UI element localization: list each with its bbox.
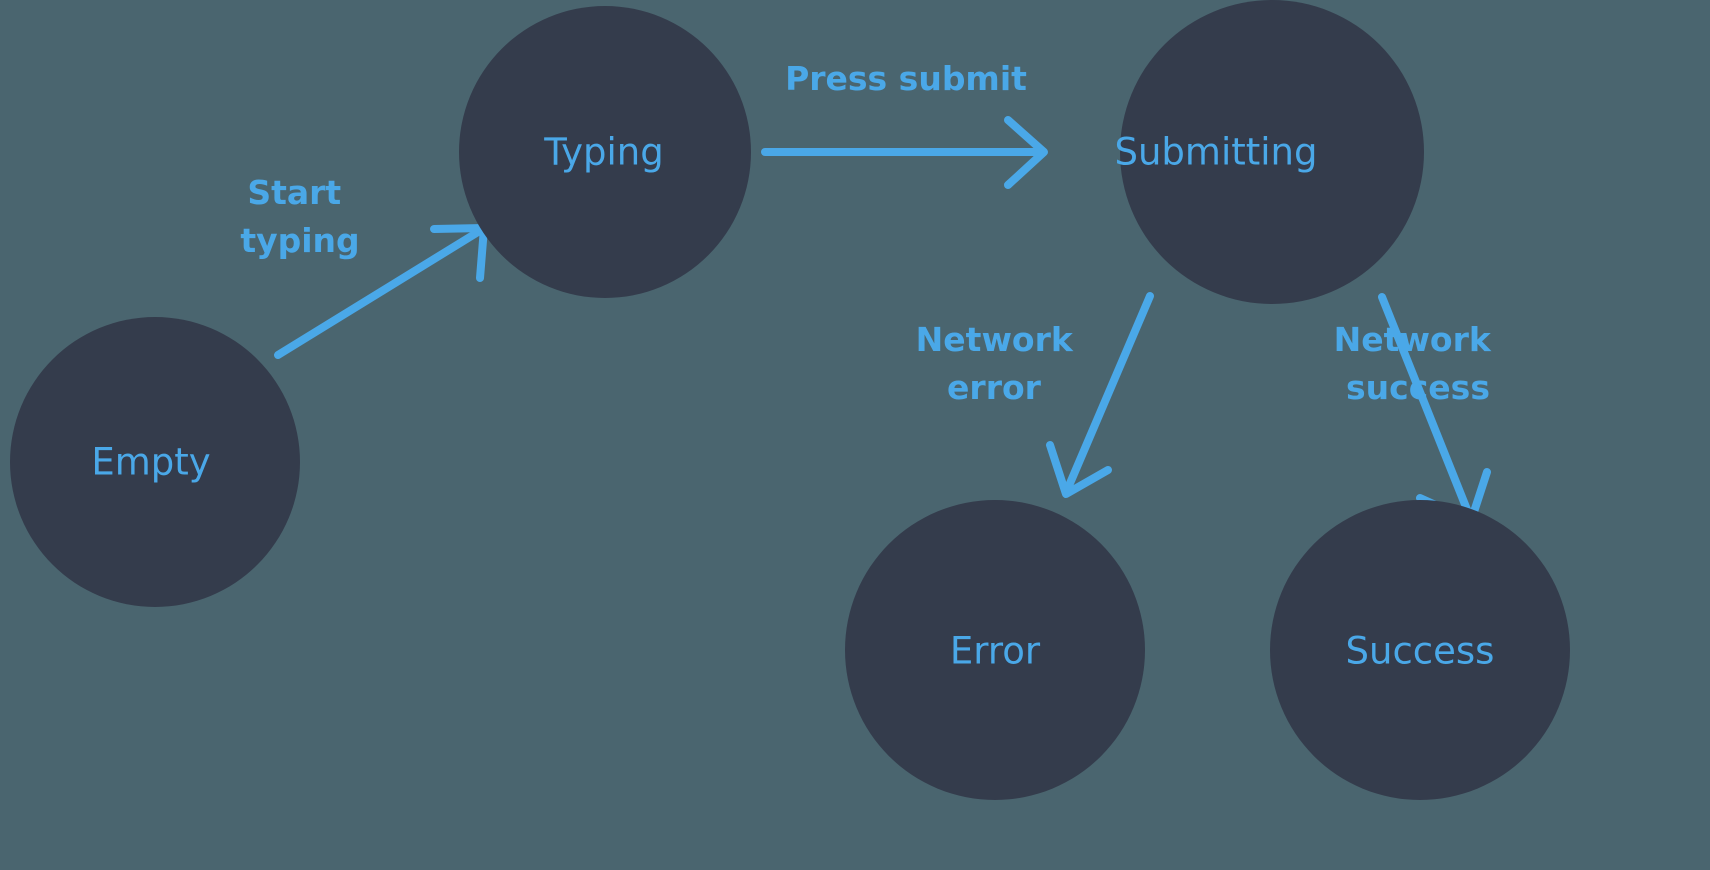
edge-line-start-typing [274, 228, 482, 359]
arrowhead-network-error [1046, 441, 1112, 498]
state-label-error: Error [950, 630, 1041, 673]
edge-line-network-success [1378, 293, 1472, 516]
edge-line-network-error [1064, 292, 1154, 492]
edge-empty-to-typing: Start typing [240, 173, 488, 359]
edge-label-network-success: Network success [1334, 320, 1503, 407]
edge-label-line: Network [1334, 320, 1492, 359]
state-circle-typing[interactable] [459, 6, 751, 298]
state-circle-error[interactable] [845, 500, 1145, 800]
state-node-empty[interactable]: Empty [10, 317, 300, 607]
edge-label-line: Start [247, 173, 341, 212]
state-circle-submitting[interactable] [1120, 0, 1424, 304]
state-node-success[interactable]: Success [1270, 500, 1570, 800]
state-node-error[interactable]: Error [845, 500, 1145, 800]
edge-label-press-submit: Press submit [785, 59, 1027, 98]
state-label-submitting: Submitting [1115, 131, 1318, 174]
arrowhead-press-submit [1004, 116, 1048, 189]
state-label-empty: Empty [91, 441, 210, 484]
edge-submitting-to-error: Network error [916, 292, 1154, 498]
state-node-submitting[interactable]: Submitting [1115, 0, 1424, 304]
state-circle-success[interactable] [1270, 500, 1570, 800]
edge-label-line: Press submit [785, 59, 1027, 98]
edge-label-line: Network [916, 320, 1074, 359]
state-node-typing[interactable]: Typing [459, 6, 751, 298]
edge-label-line: error [947, 368, 1042, 407]
edge-label-line: typing [240, 221, 359, 260]
edge-label-start-typing: Start typing [240, 173, 359, 260]
edge-typing-to-submitting: Press submit [761, 59, 1048, 189]
state-label-typing: Typing [543, 131, 663, 174]
edge-submitting-to-success: Network success [1334, 293, 1503, 525]
state-label-success: Success [1346, 630, 1495, 673]
state-circle-empty[interactable] [10, 317, 300, 607]
edge-label-network-error: Network error [916, 320, 1085, 407]
edge-label-line: success [1346, 368, 1490, 407]
